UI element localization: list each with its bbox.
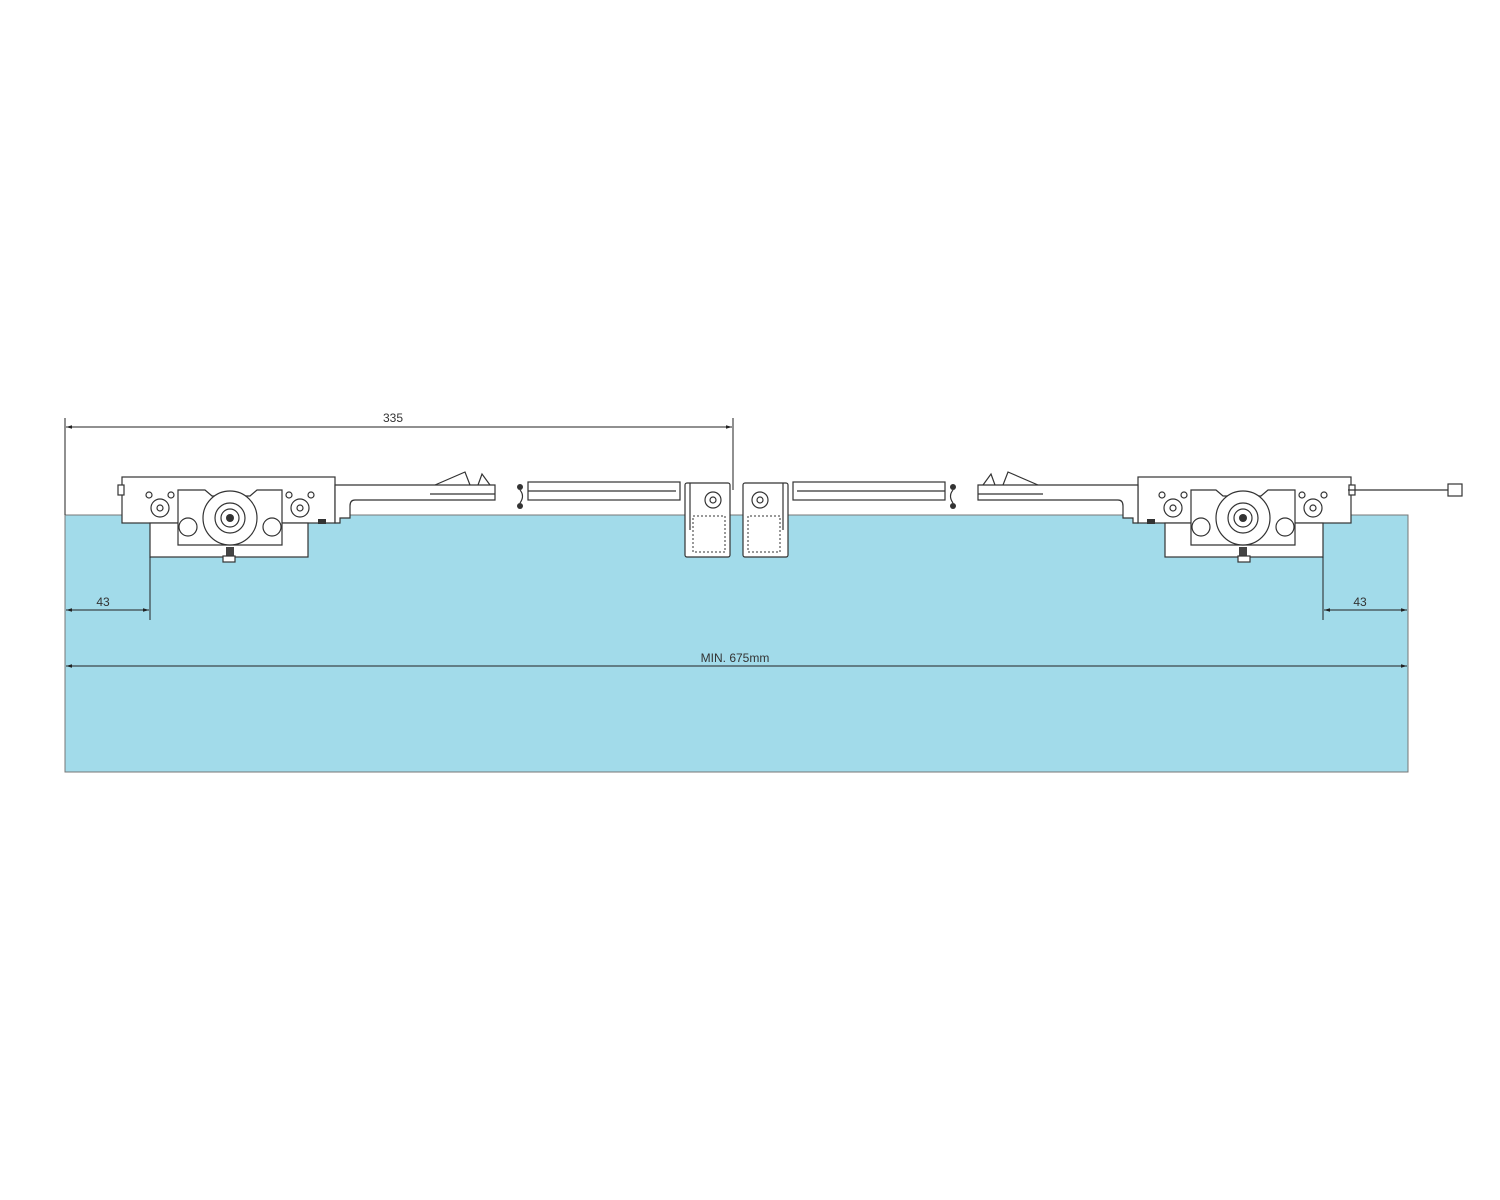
dimension-label-min-width: MIN. 675mm [701,651,770,665]
dimension-label-left-43: 43 [96,595,110,609]
dimension-label-335: 335 [383,411,403,425]
dimension-335: 335 [64,411,734,515]
right-pull-rod [1348,483,1463,497]
dimension-right-43: 43 [1322,557,1407,620]
dimension-min-width: MIN. 675mm [66,651,1407,668]
glass-panel [64,514,1409,773]
dimension-left-43: 43 [66,557,151,620]
dimension-label-right-43: 43 [1353,595,1367,609]
